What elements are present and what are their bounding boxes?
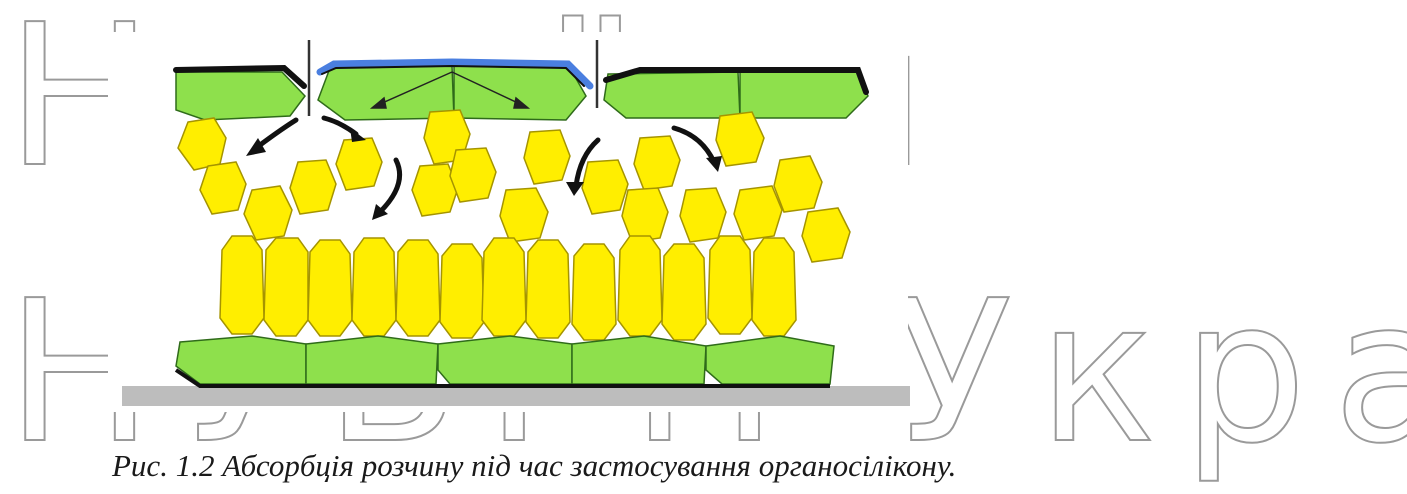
palisade-cell xyxy=(708,236,752,334)
palisade-cell xyxy=(752,238,796,336)
lower-epidermis xyxy=(176,336,834,384)
palisade-cell xyxy=(526,240,570,338)
epidermis-cell xyxy=(306,336,438,384)
palisade-cell xyxy=(264,238,308,336)
mesophyll-cell xyxy=(680,188,726,242)
palisade-cell xyxy=(352,238,396,336)
figure-caption: Рис. 1.2 Абсорбція розчину під час засто… xyxy=(112,446,1312,486)
epidermis-cell xyxy=(176,72,305,120)
palisade-cell xyxy=(396,240,440,336)
mesophyll-cell xyxy=(634,136,680,190)
epidermis-cell xyxy=(740,72,868,118)
palisade-cell xyxy=(220,236,264,334)
epidermis-cell xyxy=(572,336,706,384)
substrate-bar xyxy=(122,386,910,406)
epidermis-cell xyxy=(176,336,306,384)
epidermis-cell xyxy=(454,66,586,120)
mesophyll-cell xyxy=(582,160,628,214)
mesophyll-cell xyxy=(336,138,382,190)
mesophyll-cell xyxy=(734,186,782,240)
palisade-cell xyxy=(308,240,352,336)
upper-epidermis xyxy=(176,66,868,120)
mesophyll-cell xyxy=(290,160,336,214)
epidermis-cell xyxy=(604,72,740,118)
mesophyll-cell xyxy=(622,188,668,242)
palisade-cell xyxy=(440,244,484,338)
epidermis-cell xyxy=(706,336,834,384)
palisade-cell xyxy=(572,244,616,340)
mesophyll-cell xyxy=(450,148,496,202)
palisade-cell xyxy=(662,244,706,340)
mesophyll-cell xyxy=(802,208,850,262)
palisade-cell xyxy=(482,238,526,336)
epidermis-cell xyxy=(438,336,572,384)
mesophyll-cell xyxy=(500,188,548,242)
palisade-cell xyxy=(618,236,662,336)
mesophyll-cell xyxy=(524,130,570,184)
